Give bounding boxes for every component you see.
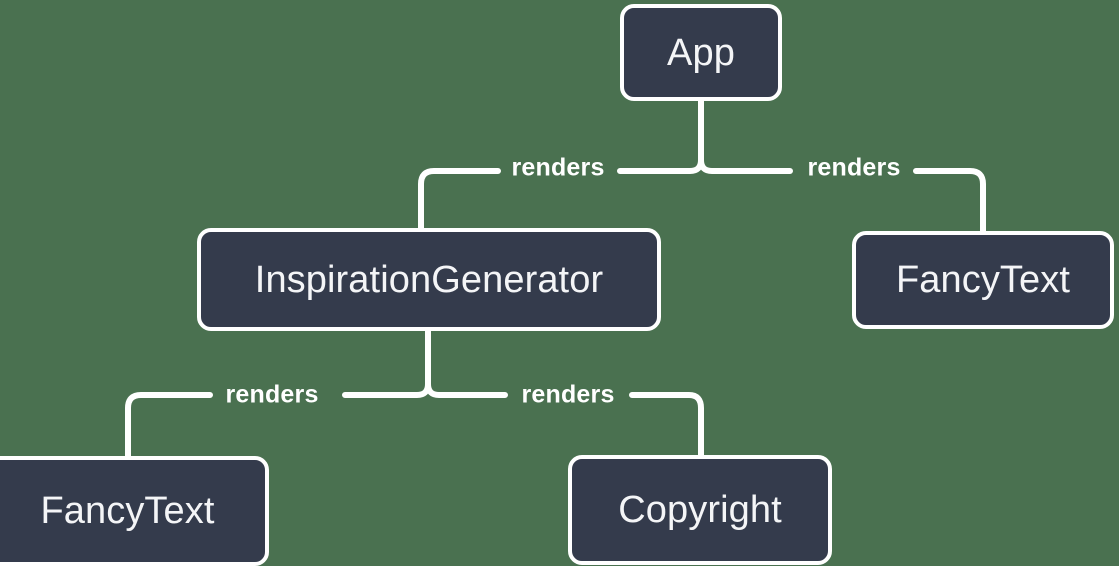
node-copyright[interactable]: Copyright bbox=[568, 455, 832, 565]
edge-app-stem-right bbox=[698, 157, 793, 174]
edge-label-inspiration-to-fancytext: renders bbox=[225, 380, 319, 409]
edge-app-to-fancytext bbox=[913, 168, 986, 234]
node-copyright-label: Copyright bbox=[618, 489, 782, 531]
edge-label-inspiration-to-copyright: renders bbox=[521, 380, 615, 409]
edge-app-to-inspiration bbox=[418, 168, 501, 231]
edge-label-app-to-inspiration: renders bbox=[511, 153, 605, 182]
node-fancytext-right[interactable]: FancyText bbox=[852, 231, 1114, 329]
edge-inspiration-to-fancytext bbox=[125, 392, 213, 459]
node-fancytext-bottom-label: FancyText bbox=[40, 490, 215, 532]
node-app[interactable]: App bbox=[620, 4, 782, 101]
edge-inspiration-to-copyright bbox=[629, 392, 704, 458]
node-inspiration-generator-label: InspirationGenerator bbox=[254, 258, 604, 301]
edge-inspiration-stem-right bbox=[425, 381, 508, 398]
node-fancytext-bottom[interactable]: FancyText bbox=[0, 456, 269, 566]
node-inspiration-generator[interactable]: InspirationGenerator bbox=[197, 228, 661, 331]
node-fancytext-right-label: FancyText bbox=[895, 259, 1071, 301]
edge-label-app-to-fancytext: renders bbox=[807, 153, 901, 182]
node-app-label: App bbox=[667, 31, 735, 74]
edge-app-stem bbox=[617, 98, 704, 174]
edge-inspiration-stem bbox=[342, 328, 431, 398]
